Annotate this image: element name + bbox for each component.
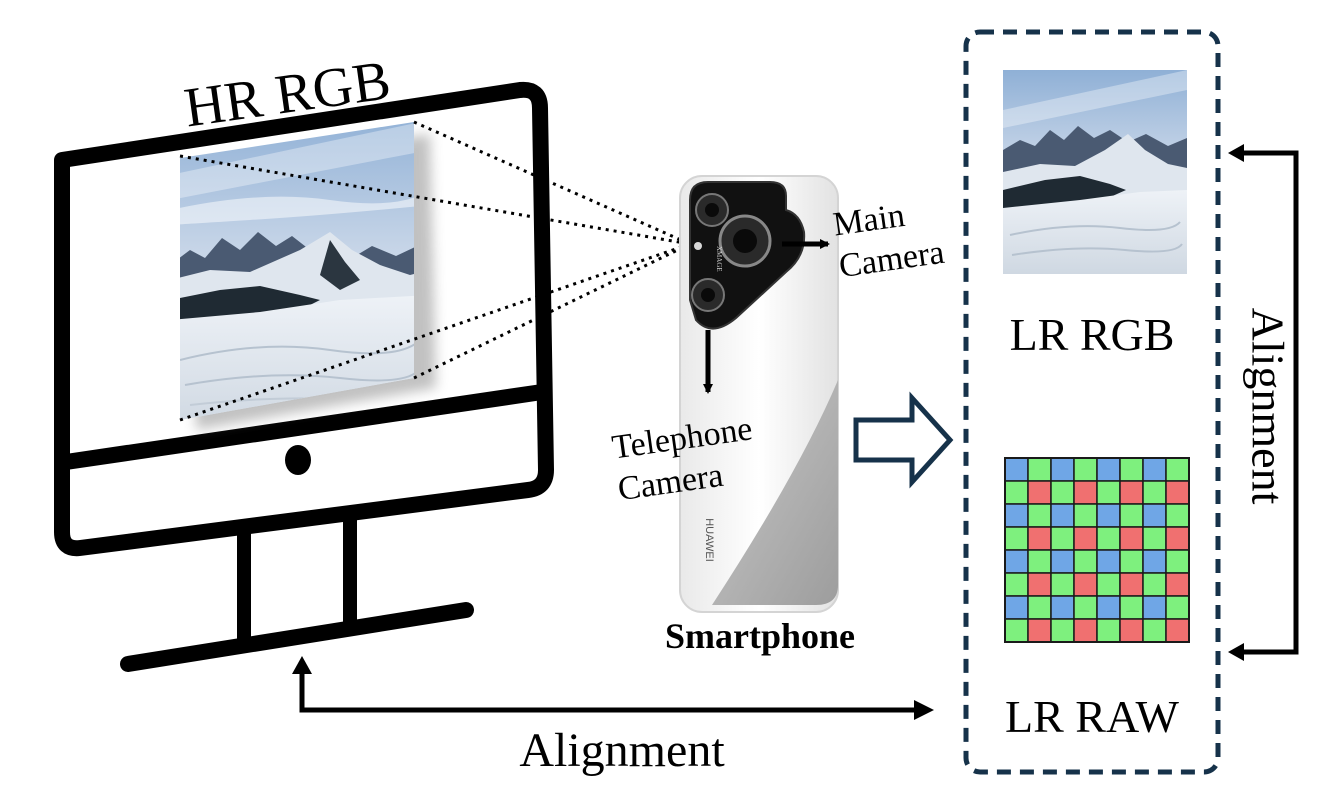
bayer-cell-G <box>1119 595 1144 620</box>
bayer-cell-B <box>1142 503 1167 528</box>
bayer-cell-R <box>1119 572 1144 597</box>
bayer-cell-R <box>1165 526 1190 551</box>
bayer-cell-G <box>1073 457 1098 482</box>
bayer-cell-G <box>1096 480 1121 505</box>
bayer-cell-R <box>1073 572 1098 597</box>
bayer-cell-G <box>1142 572 1167 597</box>
bayer-cell-G <box>1027 549 1052 574</box>
bayer-cell-B <box>1050 595 1075 620</box>
bayer-cell-G <box>1004 572 1029 597</box>
bayer-cell-G <box>1119 549 1144 574</box>
bayer-cell-G <box>1096 526 1121 551</box>
bayer-cell-B <box>1096 549 1121 574</box>
monitor-base <box>120 602 474 672</box>
bottom-alignment-label: Alignment <box>519 724 725 777</box>
lr-rgb-label: LR RGB <box>1010 309 1175 360</box>
bayer-cell-G <box>1027 503 1052 528</box>
bayer-cell-G <box>1119 457 1144 482</box>
bayer-cell-G <box>1073 503 1098 528</box>
hr-rgb-image <box>180 122 436 430</box>
bayer-cell-R <box>1073 618 1098 643</box>
bayer-cell-G <box>1165 457 1190 482</box>
bayer-cell-R <box>1073 526 1098 551</box>
bayer-cell-G <box>1119 503 1144 528</box>
lr-raw-label: LR RAW <box>1005 691 1179 742</box>
smartphone-label: Smartphone <box>665 616 855 656</box>
bayer-cell-G <box>1165 549 1190 574</box>
bayer-cell-G <box>1050 572 1075 597</box>
right-alignment-label-bg <box>1236 276 1290 536</box>
smartphone: XMAGE HUAWEI <box>679 175 839 613</box>
bayer-cell-G <box>1073 549 1098 574</box>
bayer-cell-R <box>1027 572 1052 597</box>
bayer-cell-B <box>1142 595 1167 620</box>
bayer-cell-G <box>1004 526 1029 551</box>
bayer-cell-G <box>1004 480 1029 505</box>
main-camera-label-line1: Main <box>831 197 907 244</box>
bayer-cell-G <box>1096 572 1121 597</box>
monitor-power-dot <box>285 445 311 475</box>
hollow-arrow-icon <box>853 391 954 489</box>
bayer-cell-R <box>1027 618 1052 643</box>
output-dashed-box <box>963 29 1221 775</box>
bayer-cell-B <box>1050 549 1075 574</box>
bayer-cell-B <box>1050 503 1075 528</box>
projection-lines <box>179 120 691 422</box>
bayer-cell-R <box>1165 480 1190 505</box>
right-alignment-label: Alignment <box>1242 308 1293 505</box>
phone-brand-text: HUAWEI <box>703 518 715 562</box>
bayer-cell-B <box>1004 595 1029 620</box>
bayer-cell-G <box>1004 618 1029 643</box>
lens-brand-text: XMAGE <box>715 246 723 272</box>
bayer-cell-G <box>1142 618 1167 643</box>
monitor-chin-line <box>64 384 544 470</box>
bayer-cell-G <box>1073 595 1098 620</box>
bayer-cell-G <box>1027 595 1052 620</box>
bayer-cell-G <box>1096 618 1121 643</box>
bayer-cell-B <box>1096 503 1121 528</box>
bayer-cell-B <box>1096 457 1121 482</box>
bayer-cell-R <box>1073 480 1098 505</box>
bayer-cell-R <box>1027 480 1052 505</box>
bayer-cell-B <box>1004 549 1029 574</box>
right-alignment-bracket <box>1228 144 1299 661</box>
main-camera-label-line2: Camera <box>837 234 947 285</box>
bayer-cell-B <box>1142 549 1167 574</box>
bayer-cell-G <box>1050 526 1075 551</box>
bayer-cell-G <box>1027 457 1052 482</box>
bayer-cell-B <box>1004 457 1029 482</box>
bayer-cell-G <box>1142 480 1167 505</box>
lr-raw-bayer-grid <box>1004 457 1190 643</box>
bayer-cell-G <box>1050 618 1075 643</box>
flash-icon <box>694 242 702 250</box>
bayer-cell-G <box>1142 526 1167 551</box>
bayer-cell-R <box>1119 526 1144 551</box>
bayer-cell-R <box>1119 618 1144 643</box>
bottom-alignment-arrow <box>292 656 934 720</box>
bayer-cell-R <box>1027 526 1052 551</box>
lr-rgb-image <box>1003 70 1187 274</box>
bayer-cell-G <box>1050 480 1075 505</box>
bayer-cell-B <box>1142 457 1167 482</box>
bayer-cell-R <box>1165 618 1190 643</box>
phone-shade <box>712 380 838 605</box>
bayer-grid-border <box>1004 457 1190 643</box>
bayer-cell-B <box>1050 457 1075 482</box>
bayer-cell-G <box>1165 595 1190 620</box>
bayer-cell-R <box>1119 480 1144 505</box>
bayer-cell-B <box>1004 503 1029 528</box>
bayer-cell-R <box>1165 572 1190 597</box>
bayer-cell-B <box>1096 595 1121 620</box>
bayer-cell-G <box>1165 503 1190 528</box>
